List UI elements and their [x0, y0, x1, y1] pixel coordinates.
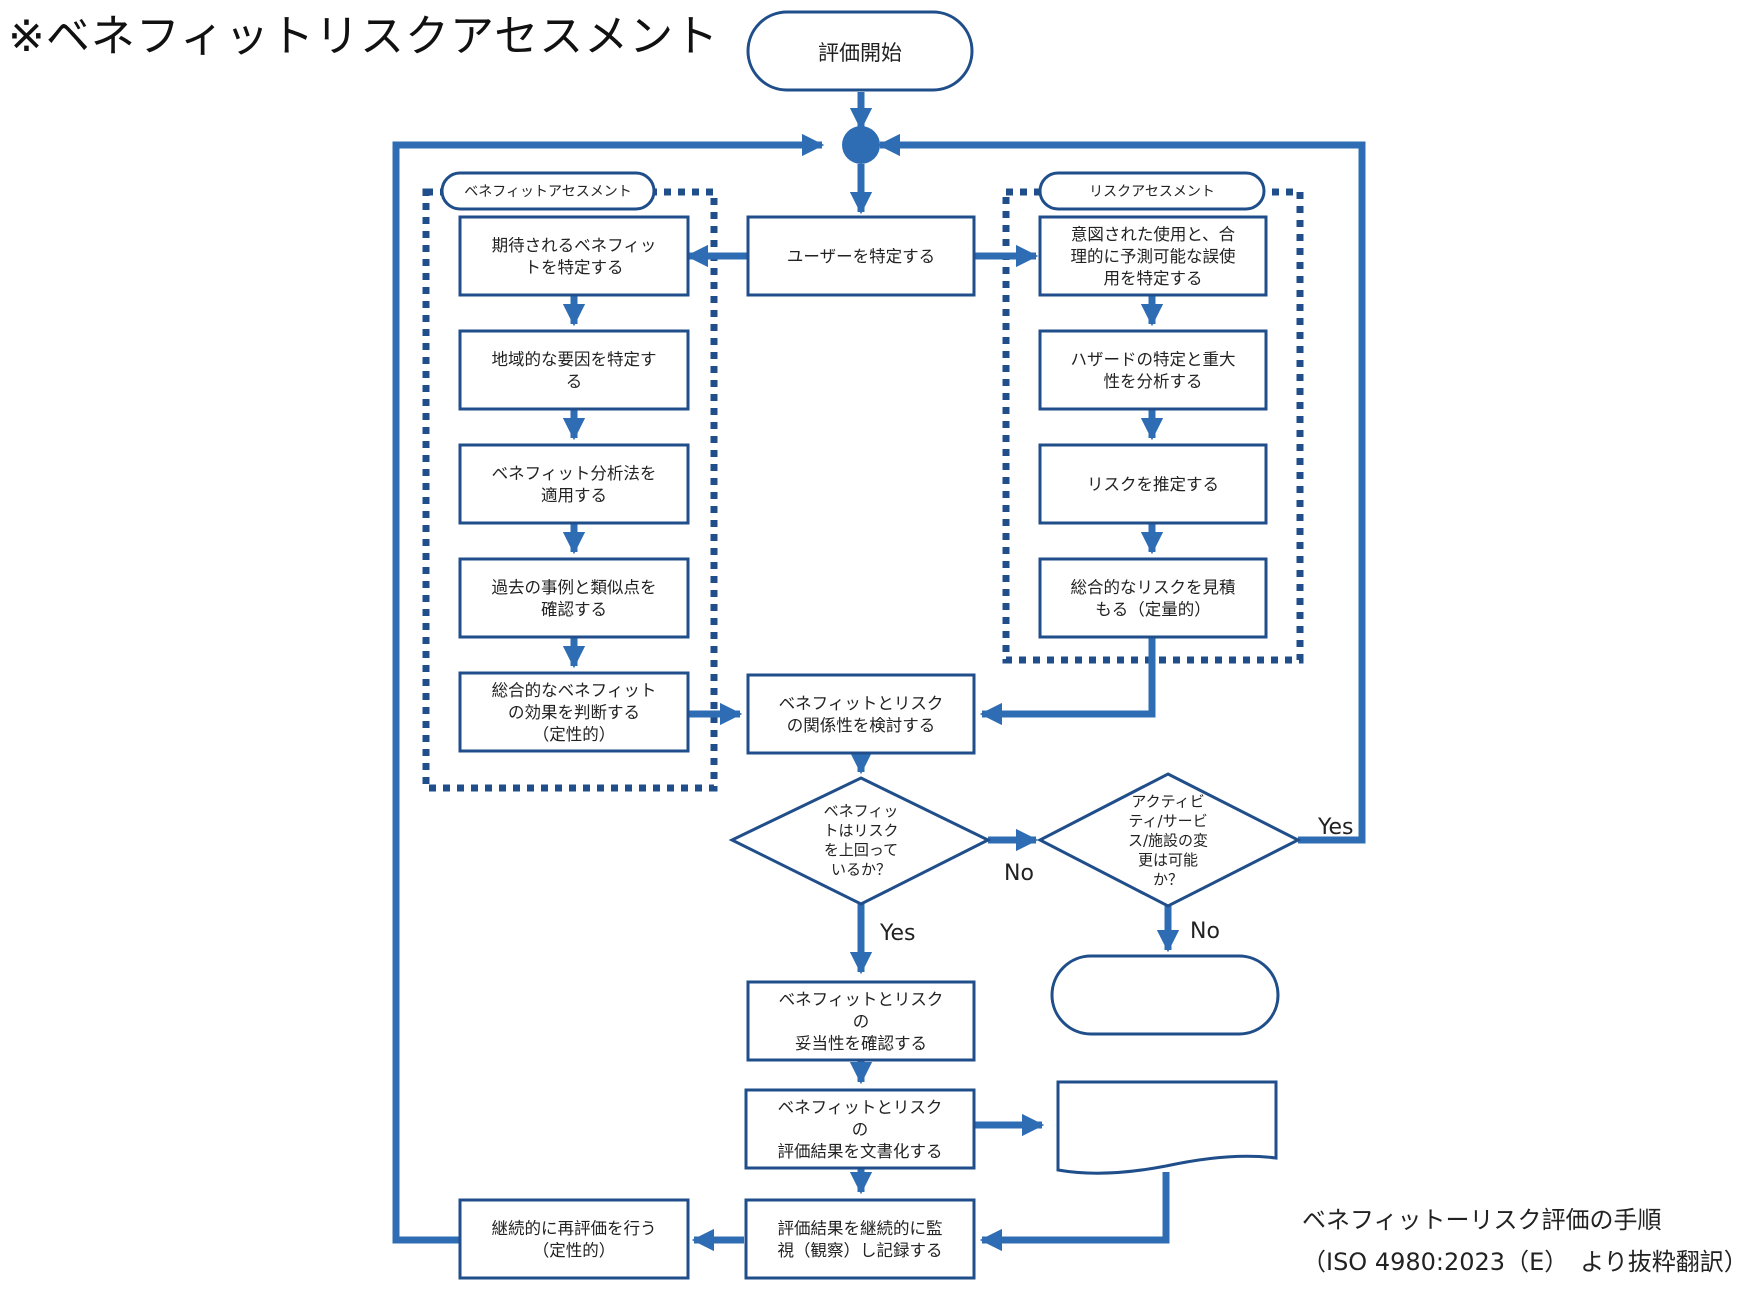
benefit-step-1: [458, 215, 690, 297]
start-terminator: [746, 10, 974, 92]
identify-user-step: [746, 215, 976, 297]
loop-right-yes-return: [877, 133, 1366, 844]
benefit-group-tag: [440, 171, 656, 211]
monitor-step-label: 評価結果を継続的に監視（観察）し記録する: [778, 1219, 943, 1260]
benefit-step-5: [458, 671, 690, 753]
process-boxes: 期待されるベネフィットを特定する地域的な要因を特定するベネフィット分析法を適用す…: [458, 215, 1268, 1280]
risk-step-3-label: リスクを推定する: [1087, 475, 1219, 494]
benefit-step-5-label: 総合的なベネフィットの効果を判断する（定性的）: [492, 681, 657, 744]
identify-user-step-label: ユーザーを特定する: [787, 247, 935, 266]
benefit-step-1-label: 期待されるベネフィットを特定する: [492, 236, 657, 277]
caption-line-1: ベネフィットーリスク評価の手順: [1302, 1206, 1662, 1234]
risk-step-4: [1038, 557, 1268, 639]
risk-group-tag: [1038, 171, 1266, 211]
arrow-record-to-monitor: [979, 1172, 1170, 1252]
risk-step-4-label: 総合的なリスクを見積もる（定量的）: [1071, 578, 1236, 619]
yes-label-change: Yes: [1317, 815, 1354, 840]
decision-benefit-exceeds-risk: [728, 776, 992, 906]
benefit-step-4: [458, 557, 690, 639]
document-step: [744, 1088, 976, 1170]
risk-group-label: リスクアセスメント: [1089, 184, 1215, 200]
merge-junction: [842, 126, 880, 164]
benefit-step-2: [458, 329, 690, 411]
monitor-step: [744, 1198, 976, 1280]
benefit-step-3-label: ベネフィット分析法を適用する: [492, 464, 657, 505]
caption-line-2: （ISO 4980:2023（E） より抜粋翻訳）: [1302, 1248, 1748, 1276]
risk-step-1-label: 意図された使用と、合理的に予測可能な誤使用を特定する: [1071, 225, 1237, 288]
risk-step-2: [1038, 329, 1268, 411]
reassess-step-label: 継続的に再評価を行う（定性的）: [492, 1219, 657, 1260]
no-label-decision: No: [1004, 861, 1034, 886]
connectors: [392, 92, 1366, 1252]
validity-step-label: ベネフィットとリスクの妥当性を確認する: [779, 990, 944, 1053]
risk-step-1: [1038, 215, 1268, 297]
decision-text: ベネフィットはリスクを上回っているか？ アクティビティ/サービス/施設の変更は可能…: [823, 792, 1208, 888]
risk-step-2-label: ハザードの特定と重大性を分析する: [1071, 350, 1236, 391]
stop-terminator: [1050, 954, 1280, 1036]
benefit-step-4-label: 過去の事例と類似点を確認する: [492, 578, 657, 619]
relationship-step: [746, 673, 976, 755]
page-title: ※ベネフィットリスクアセスメント: [8, 11, 720, 62]
loop-left-return: [392, 133, 825, 1244]
validity-step: [746, 980, 976, 1062]
no-label-change: No: [1190, 919, 1220, 944]
decision-change-possible: [1036, 772, 1302, 908]
decision-change-label: アクティビティ/サービス/施設の変更は可能か？: [1128, 792, 1208, 888]
risk-step-3: [1038, 443, 1268, 525]
reassess-step: [458, 1198, 690, 1280]
document-step-label: ベネフィットとリスクの評価結果を文書化する: [778, 1098, 943, 1161]
start-label: 評価開始: [818, 41, 902, 65]
benefit-step-2-label: 地域的な要因を特定する: [492, 350, 657, 391]
arrow-risk-to-relationship: [979, 638, 1156, 726]
relationship-step-label: ベネフィットとリスクの関係性を検討する: [779, 694, 944, 735]
benefit-group-label: ベネフィットアセスメント: [464, 184, 631, 200]
benefit-step-3: [458, 443, 690, 525]
decision-benefit-label: ベネフィットはリスクを上回っているか？: [823, 802, 898, 879]
yes-label-decision: Yes: [879, 921, 916, 946]
record-document-shape: [1056, 1080, 1278, 1175]
